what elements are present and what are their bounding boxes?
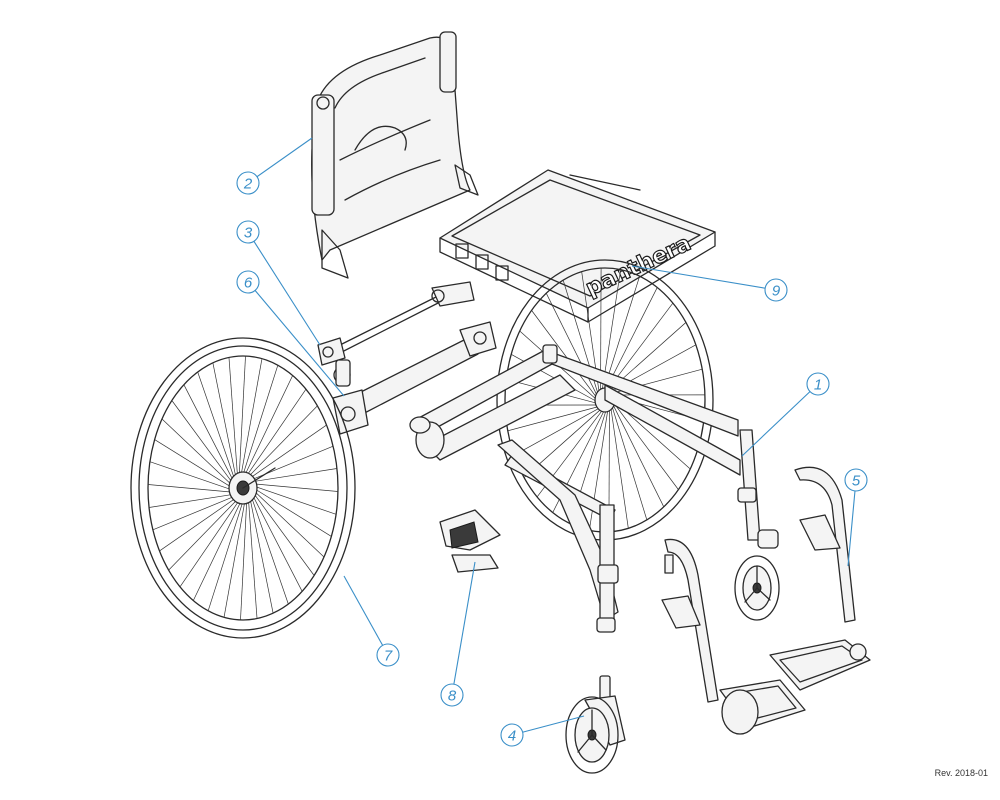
callout-number: 1 (814, 377, 822, 394)
callout-5: 5 (844, 468, 868, 567)
callout-4: 4 (500, 715, 585, 747)
revision-label: Rev. 2018-01 (934, 768, 988, 778)
callouts-layer: 1 2 3 4 5 6 7 8 9 (236, 137, 868, 747)
callout-leader-line (247, 231, 321, 346)
callout-circle (376, 643, 400, 667)
callout-circle (236, 171, 260, 195)
callout-circle (236, 220, 260, 244)
callout-circle (764, 278, 788, 302)
brake-cable-part (317, 281, 475, 366)
callout-9: 9 (631, 265, 788, 302)
callout-circle (440, 683, 464, 707)
callout-number: 9 (772, 283, 781, 300)
callout-leader-line (741, 383, 819, 457)
callout-leader-line (247, 137, 313, 184)
callout-7: 7 (343, 575, 400, 667)
callout-number: 8 (448, 688, 457, 705)
wheel-lock-part (439, 509, 501, 573)
callout-1: 1 (741, 372, 830, 457)
rear-wheel-part (130, 337, 356, 639)
callout-2: 2 (236, 137, 313, 195)
callout-circle (844, 468, 868, 492)
seat-plate-part: panthera (439, 169, 716, 323)
caster-wheel-part (565, 675, 626, 774)
callout-leader-line (847, 479, 857, 567)
callout-leader-line (451, 561, 476, 696)
callout-6: 6 (236, 270, 345, 397)
callout-number: 7 (384, 648, 393, 665)
callout-leader-line (631, 265, 777, 291)
callout-number: 2 (243, 176, 253, 193)
callout-leader-line (511, 715, 585, 736)
backrest-part (311, 31, 479, 279)
callout-number: 5 (852, 473, 861, 490)
callout-leader-line (343, 575, 389, 656)
callout-circle (806, 372, 830, 396)
frame-part (409, 259, 780, 633)
callout-leader-line (247, 281, 345, 397)
callout-number: 6 (244, 275, 253, 292)
callout-3: 3 (236, 220, 321, 346)
callout-8: 8 (440, 561, 476, 707)
callout-number: 3 (244, 225, 253, 242)
callout-circle (500, 723, 524, 747)
footrest-part (661, 466, 871, 735)
axle-tube-part (332, 321, 497, 435)
callout-number: 4 (508, 728, 516, 745)
callout-circle (236, 270, 260, 294)
